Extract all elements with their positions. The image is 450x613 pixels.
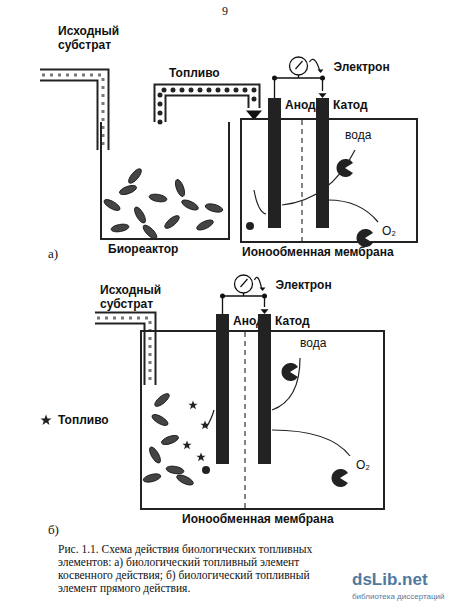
figure-caption: Рис. 1.1. Схема действия биологических т… <box>58 543 346 595</box>
cell <box>195 218 214 232</box>
electrode: Анод <box>216 314 229 464</box>
electrode-label: Катод <box>275 314 310 328</box>
electrode: Катод <box>258 314 271 464</box>
page-number: 9 <box>222 4 228 19</box>
molecule-symbol <box>332 469 348 487</box>
cell <box>142 472 161 484</box>
arrowhead <box>260 287 266 291</box>
electrode-label: Катод <box>333 98 368 112</box>
cell <box>204 202 223 214</box>
substrate-particles <box>97 318 150 385</box>
vessel-label: Ионообменная мембрана <box>242 245 394 259</box>
cell <box>160 434 179 447</box>
reaction-arrow <box>206 410 214 428</box>
molecule-symbol <box>337 159 353 177</box>
galvanometer <box>290 57 308 75</box>
cell <box>126 167 143 185</box>
legend-swatch <box>40 414 52 426</box>
edge-label: Электрон <box>333 60 391 74</box>
cell <box>163 213 181 230</box>
electrode: Анод <box>268 98 281 228</box>
electrode-label: Анод <box>285 98 316 112</box>
panel-letter: б) <box>48 522 59 538</box>
product-label: вода <box>345 128 371 142</box>
product-dot <box>246 222 254 230</box>
microorganisms <box>102 167 223 487</box>
panel-letter: а) <box>48 246 58 262</box>
cell <box>102 197 121 212</box>
oxygen-curve <box>272 430 350 456</box>
cell <box>166 465 185 475</box>
fuel-star <box>188 400 197 409</box>
electron-wire <box>220 275 269 314</box>
water-curve <box>272 358 300 410</box>
molecule-symbol <box>357 229 373 247</box>
arrowhead <box>318 69 324 73</box>
electron-wire <box>272 57 327 98</box>
bioreactor-vessel: Биореактор <box>100 122 230 240</box>
product-label: O₂ <box>356 458 370 472</box>
input-label: Исходный субстрат <box>58 24 130 52</box>
membrane-line <box>244 332 245 508</box>
cell <box>180 198 199 212</box>
cell <box>118 184 137 197</box>
watermark: dsLib.net <box>352 570 428 590</box>
cell <box>174 178 187 197</box>
galvanometer <box>235 275 253 293</box>
product-label: O₂ <box>382 224 396 238</box>
edge-label: Электрон <box>275 278 333 292</box>
watermark: библиотека диссертаций <box>352 592 444 601</box>
oxygen-curve <box>328 200 378 222</box>
legend-label: Топливо <box>58 413 109 427</box>
electron-flow-arrow <box>310 59 320 70</box>
cell <box>147 445 162 464</box>
cell <box>132 205 147 224</box>
electron-flow-arrow <box>255 277 262 288</box>
vessel-label: Ионообменная мембрана <box>182 512 334 526</box>
cell <box>175 473 194 487</box>
fuel-star <box>182 440 191 449</box>
product-label: вода <box>300 336 326 350</box>
legend-row: Топливо <box>40 410 109 428</box>
product-dot <box>202 466 210 474</box>
fuel-cell-box: Ионообменная мембранаАнодКатод <box>140 330 385 510</box>
substrate-particles <box>42 75 103 150</box>
cell <box>111 223 130 233</box>
cell <box>153 391 171 408</box>
substrate-pipe <box>40 75 103 150</box>
fuel-star <box>196 452 205 461</box>
cell <box>150 412 169 427</box>
input-label: Исходный субстрат <box>100 283 172 311</box>
substrate-pipe-inner <box>40 75 103 150</box>
vessel-label: Биореактор <box>108 242 178 256</box>
membrane-line <box>301 120 302 241</box>
cell <box>149 193 168 203</box>
edge-label: Топливо <box>168 66 221 80</box>
electrode: Катод <box>316 98 329 228</box>
reaction-arrow <box>254 190 266 214</box>
molecule-symbol <box>282 363 298 381</box>
